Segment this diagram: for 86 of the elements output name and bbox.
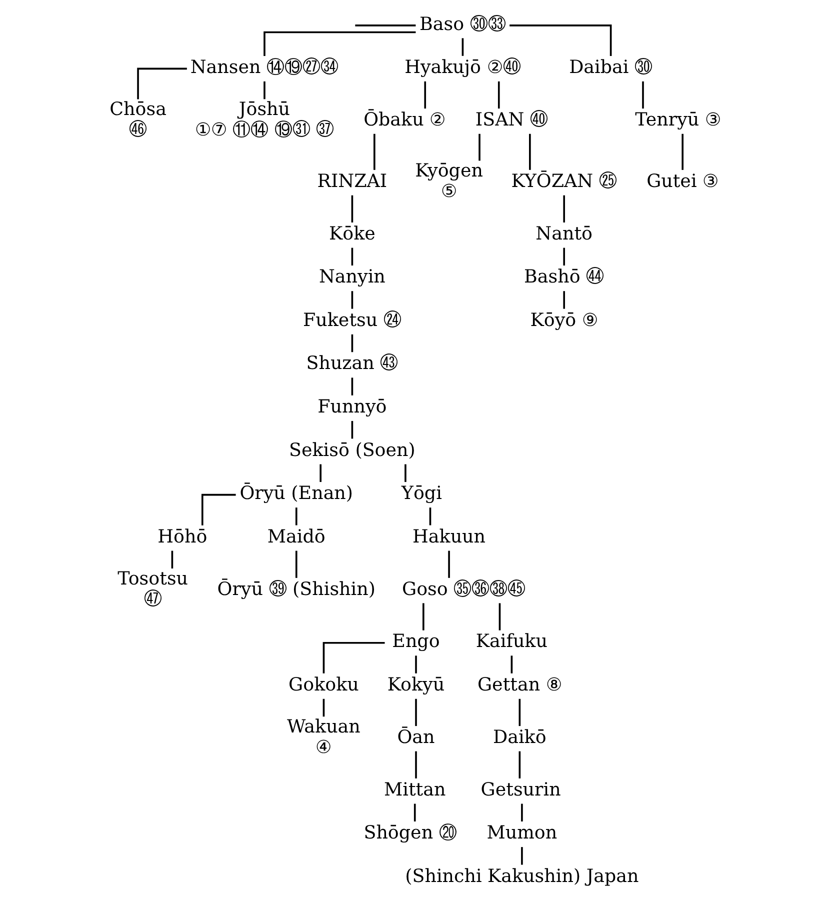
connector	[350, 378, 353, 396]
node-text: Engo	[392, 631, 440, 652]
connector	[498, 603, 500, 630]
node-text: Maidō	[266, 526, 325, 548]
node-text: Ōryū ㊴ (Shishin)	[216, 578, 375, 600]
node-text: Funnyō	[317, 396, 386, 418]
node-text: Nanyin	[318, 266, 385, 288]
connector	[350, 248, 353, 266]
connector	[263, 81, 265, 100]
node-text: Mumon	[486, 822, 557, 844]
node-text: Hakuun	[412, 526, 486, 548]
connector	[404, 464, 406, 482]
connector	[520, 847, 522, 865]
connector	[414, 656, 416, 674]
node-text: Mittan	[383, 779, 446, 800]
connector	[528, 134, 530, 170]
connector	[136, 68, 186, 100]
node-text: Nansen ⑭⑲㉗㉞	[190, 57, 338, 78]
connector	[322, 642, 384, 674]
connector	[200, 494, 236, 526]
node-text: Jōshū ①⑦ ⑪⑭ ⑲㉛ ㊲	[194, 99, 334, 141]
node-text: Wakuan ④	[286, 716, 360, 758]
connector	[562, 195, 565, 222]
connector	[319, 464, 321, 482]
node-text: Ōryū (Enan)	[239, 483, 353, 504]
connector	[520, 804, 522, 822]
node-text: (Shinchi Kakushin) Japan	[404, 866, 638, 887]
connector	[497, 81, 500, 109]
connector	[350, 334, 353, 352]
connector	[681, 134, 683, 170]
node-text: Yōgi	[400, 483, 442, 504]
node-text: Gutei ③	[646, 170, 718, 192]
connector	[478, 134, 480, 161]
connector	[294, 550, 297, 578]
connector	[518, 698, 520, 726]
node-text: Hyakujō ②㊵	[404, 57, 520, 78]
node-text: Chōsa ㊻	[109, 99, 166, 141]
connector	[414, 751, 416, 778]
connector	[413, 804, 416, 822]
connector	[322, 698, 324, 717]
node-text: RINZAI	[316, 170, 387, 192]
node-text: Daikō	[492, 726, 546, 748]
node-text: Kōke	[328, 223, 375, 244]
connector	[350, 195, 353, 222]
node-text: Daibai ㉚	[568, 57, 652, 78]
connector	[354, 24, 416, 26]
node-text: ISAN ㊵	[474, 109, 548, 130]
connector	[170, 550, 173, 568]
connector	[461, 38, 464, 56]
node-text: Fuketsu ㉔	[302, 310, 401, 331]
node-text: Kaifuku	[475, 631, 547, 652]
connector	[294, 508, 297, 526]
node-text: Nantō	[535, 223, 592, 244]
node-text: Hōhō	[157, 526, 207, 548]
node-text: Shuzan ㊸	[306, 353, 398, 374]
connector	[509, 24, 612, 56]
connector	[562, 291, 565, 309]
node-text: Sekisō (Soen)	[288, 440, 415, 461]
connector	[642, 81, 644, 109]
node-text: Ōbaku ②	[363, 109, 446, 130]
connector	[510, 656, 512, 674]
connector	[350, 420, 353, 439]
node-text: Ōan	[396, 726, 434, 748]
connector	[422, 603, 424, 630]
node-text: Tosotsu ㊼	[117, 568, 188, 610]
node-text: Kyōgen ⑤	[414, 160, 482, 202]
node-text: Gettan ⑧	[476, 674, 562, 696]
node-text: Bashō ㊹	[524, 266, 604, 288]
connector	[562, 248, 565, 266]
connector	[263, 31, 416, 56]
connector	[448, 550, 450, 578]
connector	[414, 698, 416, 726]
connector	[518, 751, 520, 778]
node-text: Baso ㉚㉝	[419, 14, 506, 35]
connector	[424, 81, 426, 109]
node-text: Gokoku	[288, 674, 358, 696]
node-text: Kōyō ⑨	[530, 310, 598, 331]
connector	[373, 134, 375, 170]
node-text: Tenryū ③	[634, 109, 720, 130]
connector	[350, 291, 353, 309]
node-text: Getsurin	[480, 779, 560, 800]
node-text: KYŌZAN ㉕	[510, 170, 616, 192]
node-text: Shōgen ⑳	[363, 822, 456, 844]
connector	[428, 508, 431, 526]
node-text: Kokyū	[386, 674, 444, 696]
node-text: Goso ㉟㊱㊳㊺	[402, 578, 526, 600]
